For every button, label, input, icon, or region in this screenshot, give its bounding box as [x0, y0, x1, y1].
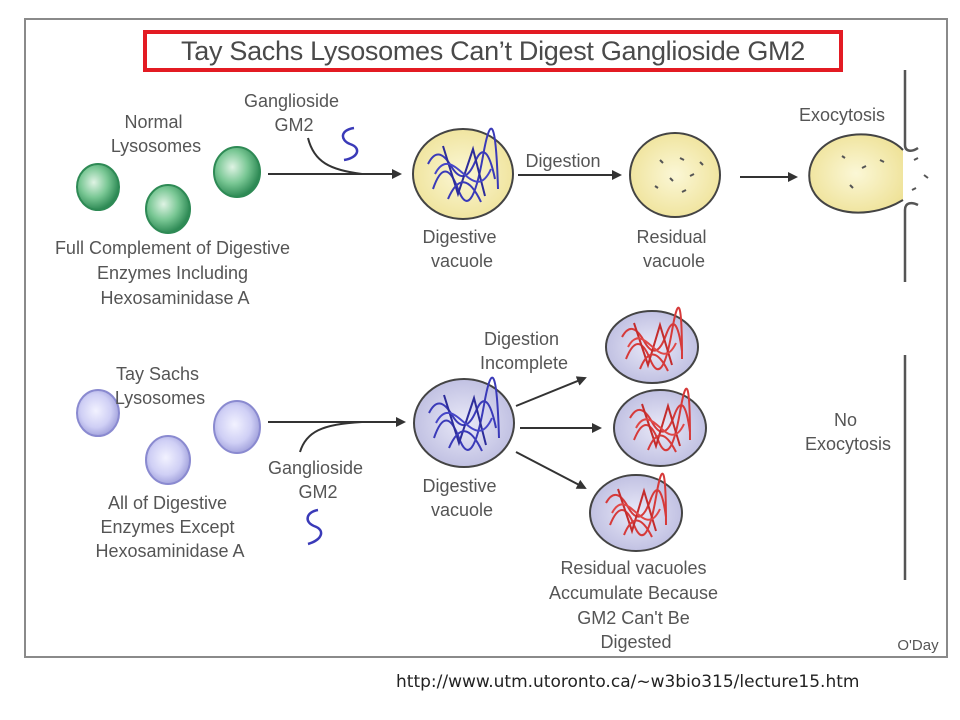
normal-gm2-join-line [307, 137, 363, 175]
taysachs-lysosome-2 [145, 435, 191, 485]
diagram-title: Tay Sachs Lysosomes Can’t Digest Ganglio… [181, 35, 805, 66]
cell-membrane-lower [903, 201, 919, 282]
branch-arrow-up [515, 376, 587, 407]
no-exocytosis-label: No Exocytosis [805, 410, 891, 454]
branch-arrow-down [515, 451, 587, 489]
normal-enzymes-label: Full Complement of Digestive Enzymes Inc… [55, 238, 295, 308]
residual-vacuoles-accumulate-label: Residual vacuoles Accumulate Because GM2… [549, 558, 723, 652]
credit-label: O'Day [897, 637, 939, 654]
taysachs-gm2-label: Ganglioside GM2 [268, 458, 368, 502]
taysachs-lysosome-3 [213, 400, 261, 454]
digestion-label: Digestion [525, 151, 600, 171]
taysachs-lysosomes-label: Tay Sachs Lysosomes [115, 364, 205, 408]
normal-lysosome-2 [145, 184, 191, 234]
taysachs-gm2-molecule [306, 508, 323, 546]
normal-gm2-label: Ganglioside GM2 [244, 91, 344, 135]
normal-lysosome-3 [213, 146, 261, 198]
source-url[interactable]: http://www.utm.utoronto.ca/~w3bio315/lec… [396, 672, 860, 692]
normal-lysosomes-label: Normal Lysosomes [111, 112, 201, 156]
taysachs-vacuole-label: Digestive vacuole [422, 476, 501, 520]
normal-gm2-molecule [341, 126, 359, 162]
normal-vacuole-label: Digestive vacuole [422, 227, 501, 271]
exocytosis-label: Exocytosis [799, 105, 885, 125]
residual-fragments [654, 157, 704, 193]
residual-vacuole-label: Residual vacuole [636, 227, 711, 271]
released-contents [841, 155, 929, 191]
normal-lysosome-1 [76, 163, 120, 211]
residual-vacuole [629, 132, 721, 218]
cell-membrane-top [903, 70, 919, 152]
taysachs-enzymes-label: All of Digestive Enzymes Except Hexosami… [95, 493, 244, 561]
title-box: Tay Sachs Lysosomes Can’t Digest Ganglio… [143, 30, 843, 72]
taysachs-gm2-join-line [299, 421, 363, 453]
diagram-frame [24, 18, 948, 658]
digestion-incomplete-label: Digestion Incomplete [480, 329, 568, 373]
exocytosis-vesicle [808, 133, 904, 214]
taysachs-lysosome-1 [76, 389, 120, 437]
